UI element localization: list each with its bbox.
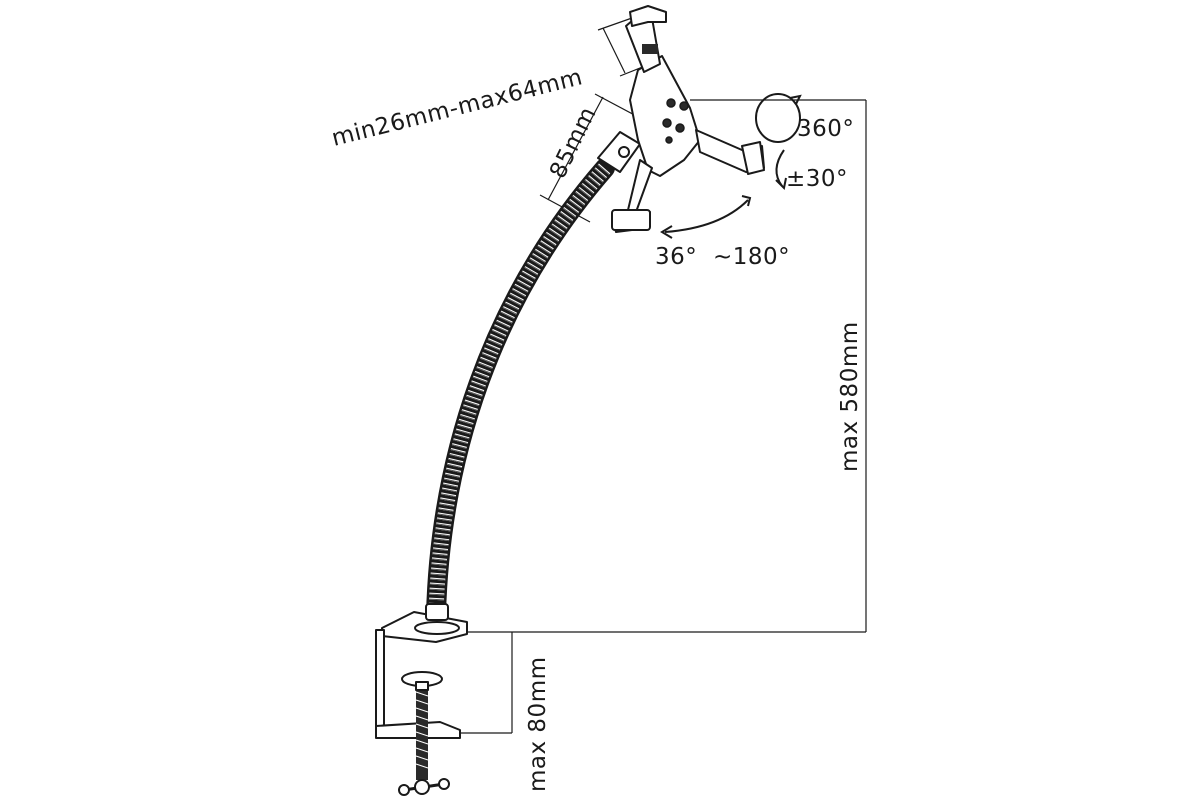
tablet-holder xyxy=(597,5,765,233)
desk-clamp xyxy=(375,603,468,796)
label-rotation: 360° xyxy=(797,116,854,142)
label-clamp-opening: max 80mm xyxy=(525,657,551,793)
label-swivel-min: 36° xyxy=(655,244,697,270)
dimension-lines xyxy=(440,17,867,734)
gooseneck-arm xyxy=(426,158,615,625)
rotation-arrows xyxy=(660,93,802,239)
label-clamp-width: min26mm-max64mm xyxy=(329,64,585,152)
label-max-height: max 580mm xyxy=(837,321,863,472)
label-swivel-max: ~180° xyxy=(713,244,790,270)
label-tilt: ±30° xyxy=(786,166,848,192)
